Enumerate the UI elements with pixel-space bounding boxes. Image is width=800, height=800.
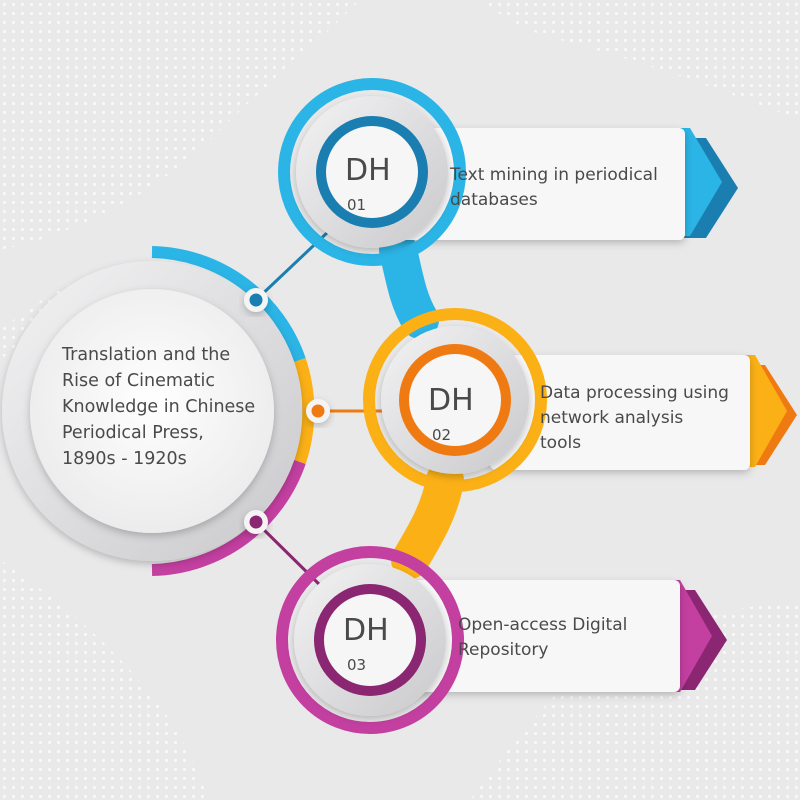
step-02-text-line-1: Data processing using [540, 383, 729, 403]
step-02-text-line-3: tools [540, 433, 581, 453]
step-02-number: 02 [432, 426, 451, 444]
step-02: DH 02 Data processing using network anal… [363, 308, 797, 492]
step-01-badge: DH [345, 153, 391, 188]
step-02-card [490, 355, 750, 470]
svg-text:Text mining in periodical: Text mining in periodical databases [449, 165, 663, 210]
svg-text:Data processing using ne: Data processing using network analysis t… [540, 383, 734, 453]
step-01-number: 01 [347, 196, 366, 214]
step-03-text-line-2: Repository [458, 640, 548, 660]
step-01-text-line-1: Text mining in periodical [449, 165, 658, 185]
step-03-badge: DH [343, 613, 389, 648]
main-topic-line-4: Periodical Press, [62, 423, 204, 443]
step-01: DH 01 Text mining in periodical database… [278, 78, 738, 266]
main-topic-line-2: Rise of Cinematic [62, 371, 215, 391]
step-03: DH 03 Open-access Digital Repository [276, 546, 727, 734]
svg-text:Open-access Digital Repo: Open-access Digital Repository [458, 615, 633, 660]
step-02-badge: DH [428, 383, 474, 418]
step-01-card [400, 128, 685, 240]
main-topic-circle: Translation and the Rise of Cinematic Kn… [2, 246, 315, 576]
step-03-text-line-1: Open-access Digital [458, 615, 627, 635]
main-topic-line-5: 1890s - 1920s [62, 449, 187, 469]
svg-text:Translation and the Rise: Translation and the Rise of Cinematic Kn… [61, 345, 261, 469]
main-topic-line-3: Knowledge in Chinese [62, 397, 255, 417]
step-01-text-line-2: databases [450, 190, 538, 210]
connector-dots [244, 288, 330, 534]
main-topic-line-1: Translation and the [61, 345, 230, 365]
step-03-number: 03 [347, 656, 366, 674]
step-03-card [400, 580, 680, 692]
step-02-text-line-2: network analysis [540, 408, 683, 428]
